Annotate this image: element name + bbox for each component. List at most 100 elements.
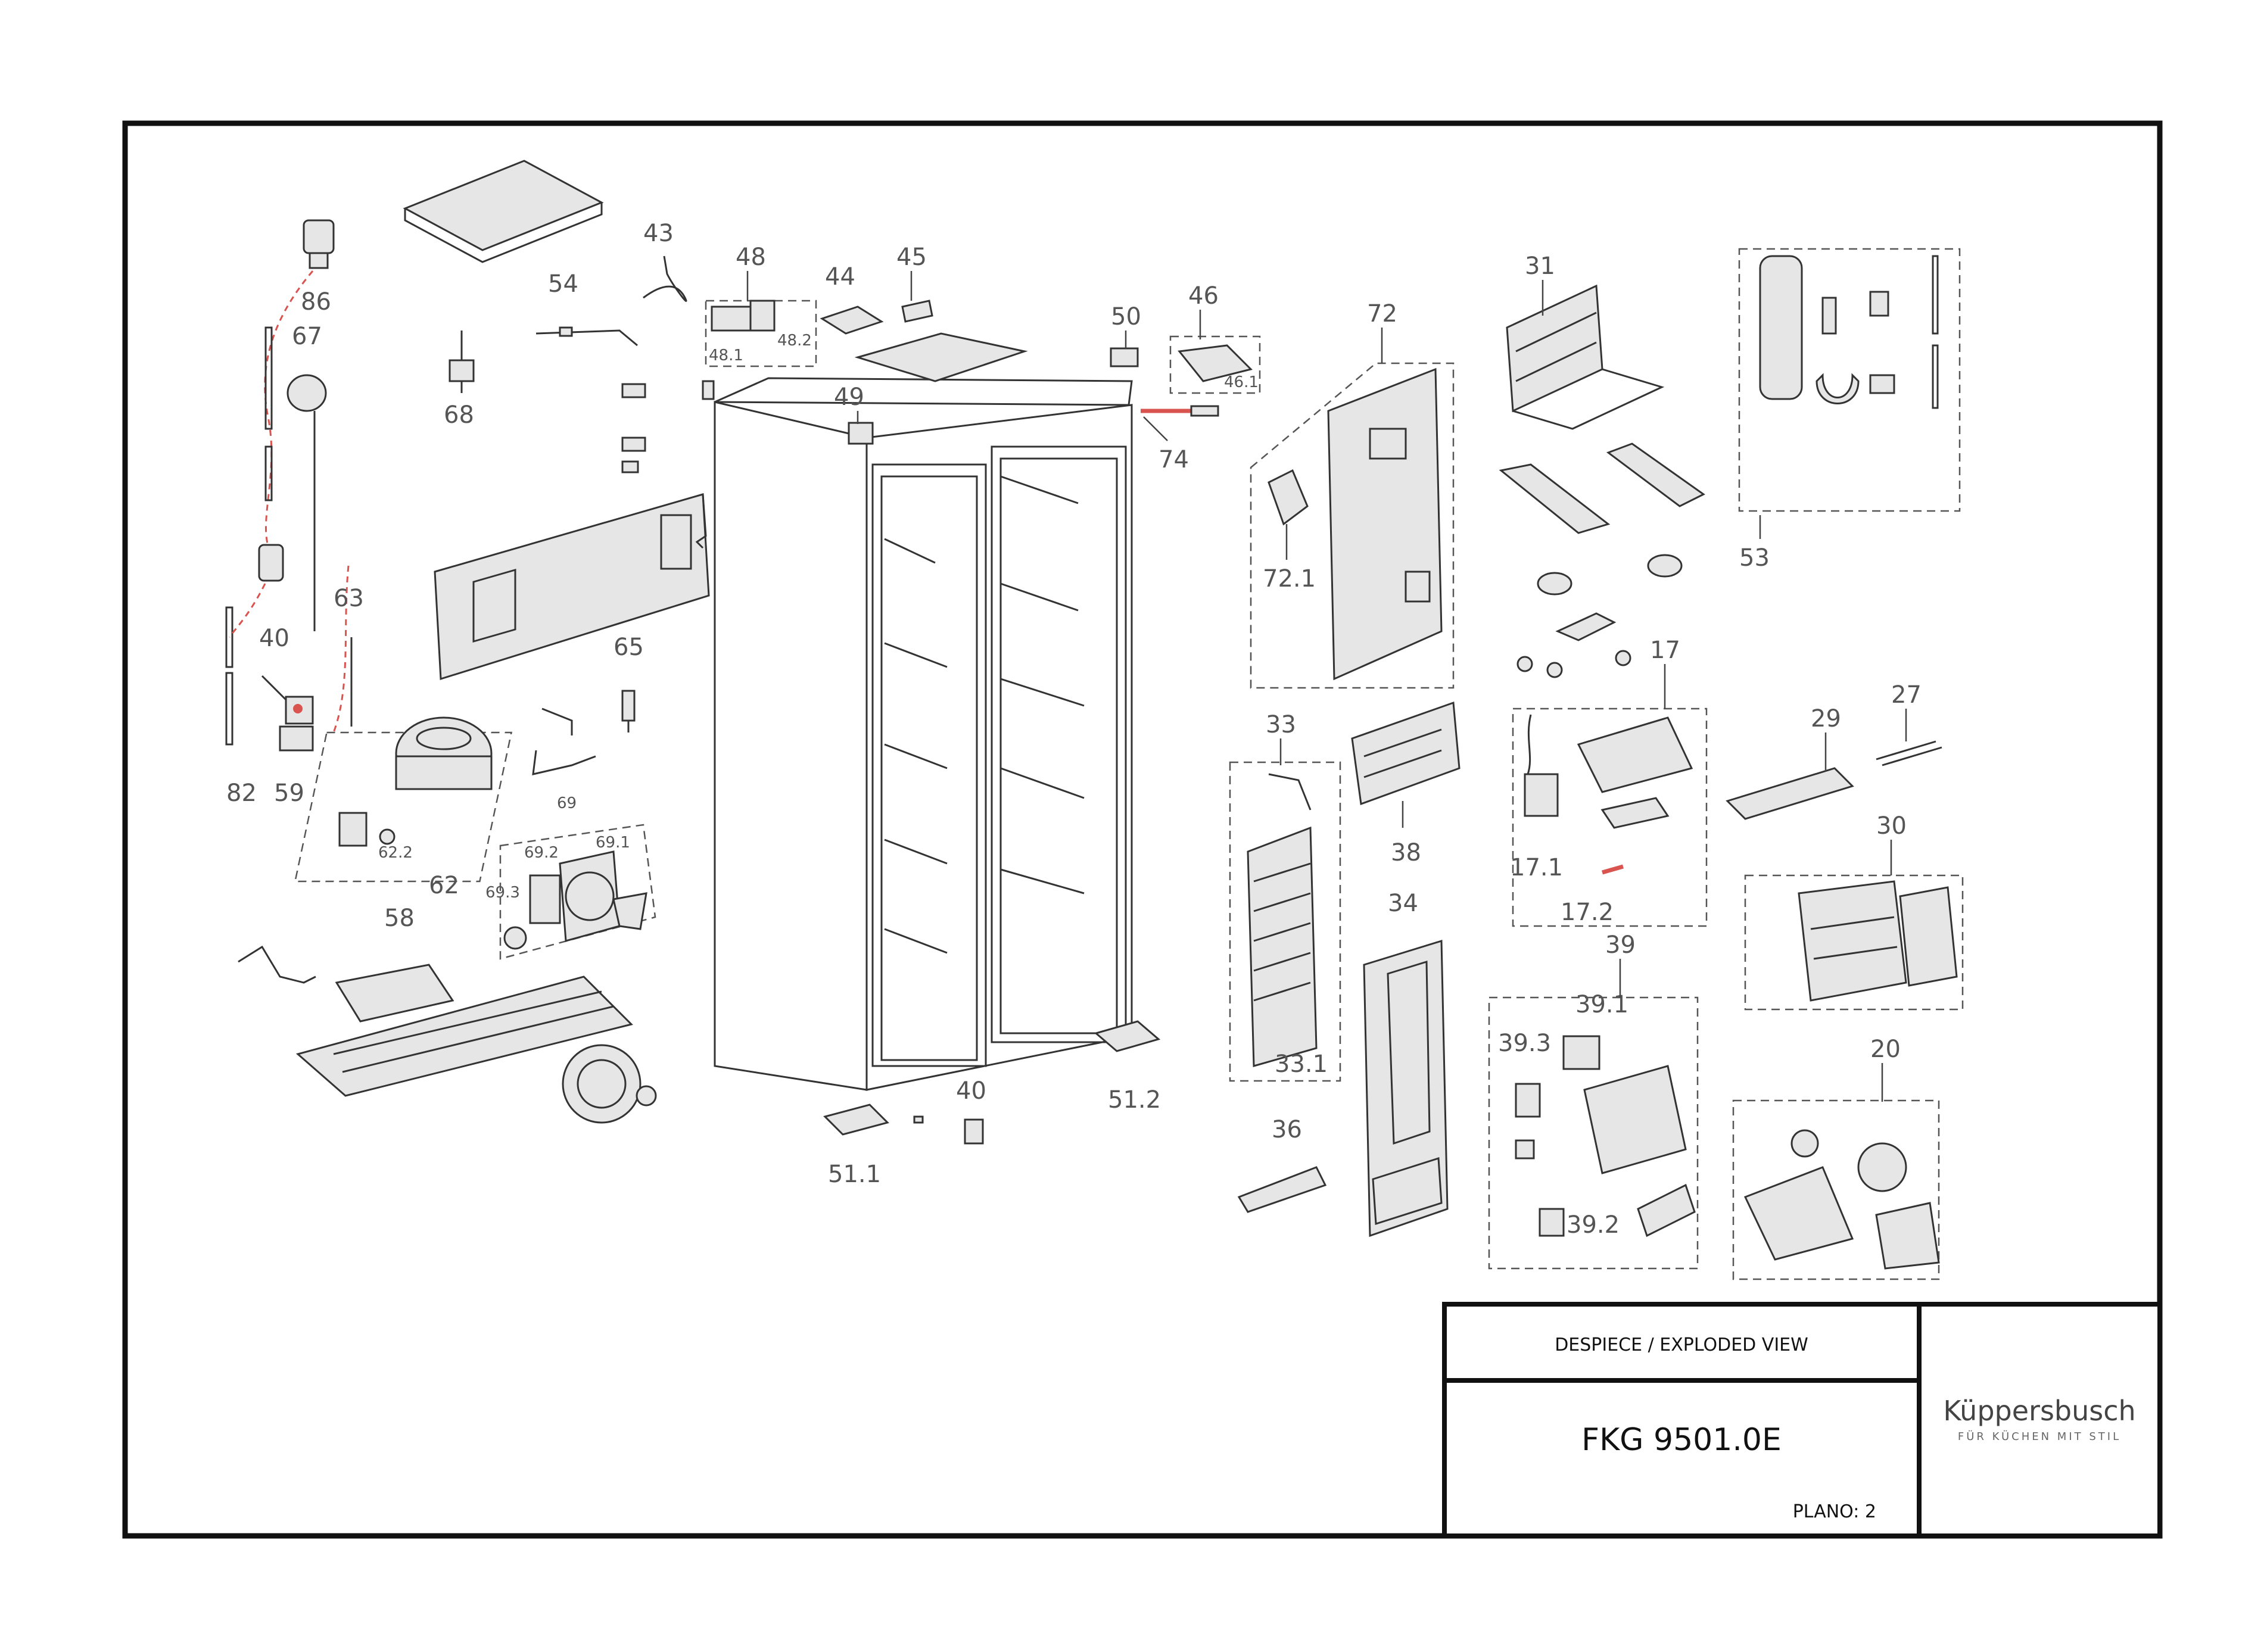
callout-69: 69 xyxy=(557,794,577,812)
part-40-connector[interactable] xyxy=(258,544,284,582)
part-tube-bends[interactable] xyxy=(532,707,596,775)
part-44-label-plate[interactable] xyxy=(820,306,884,335)
callout-48-1: 48.1 xyxy=(709,347,743,364)
callout-53: 53 xyxy=(1739,544,1770,572)
group-69-box xyxy=(499,824,656,960)
callout-51-2: 51.2 xyxy=(1108,1086,1161,1114)
brand-logo: Küppersbusch xyxy=(1943,1395,2135,1427)
part-74-heater-rod[interactable] xyxy=(1141,405,1219,417)
callout-86: 86 xyxy=(301,288,331,316)
part-top-cover-plate[interactable] xyxy=(403,160,604,263)
callout-68: 68 xyxy=(444,401,474,429)
callout-39: 39 xyxy=(1605,931,1636,959)
part-36-deflector[interactable] xyxy=(1237,1166,1327,1213)
callout-50: 50 xyxy=(1111,303,1141,331)
part-34-rear-panel[interactable] xyxy=(1363,939,1449,1238)
callout-39-2: 39.2 xyxy=(1567,1211,1620,1239)
part-small-connectors[interactable] xyxy=(621,383,646,473)
part-17-2-highlight[interactable] xyxy=(1602,864,1624,875)
group-33-box xyxy=(1229,761,1341,1082)
part-49-hinge-top[interactable] xyxy=(848,411,874,445)
part-46-damper[interactable] xyxy=(1178,344,1253,382)
part-water-tube-segments[interactable] xyxy=(225,326,273,746)
part-ice-rails[interactable] xyxy=(1499,442,1705,678)
callout-27: 27 xyxy=(1891,681,1922,709)
title-block xyxy=(1442,1302,2162,1538)
leader-lines xyxy=(746,271,1907,1102)
part-base-tray[interactable] xyxy=(295,975,633,1097)
callout-46-1: 46.1 xyxy=(1224,373,1259,391)
callout-62-2: 62.2 xyxy=(378,844,413,862)
part-39-dispenser-motor[interactable] xyxy=(1515,1035,1696,1238)
part-rear-cover-panel[interactable] xyxy=(434,493,710,681)
callout-48-2: 48.2 xyxy=(777,332,812,350)
part-45-clip[interactable] xyxy=(901,300,933,323)
group-30-box xyxy=(1744,874,1964,1011)
part-59-solenoid-valve[interactable] xyxy=(261,675,314,752)
part-33-evaporator[interactable] xyxy=(1247,773,1318,1067)
callout-34: 34 xyxy=(1388,890,1418,917)
callout-67: 67 xyxy=(292,323,322,350)
callout-38: 38 xyxy=(1391,839,1421,866)
title-plan: PLANO: 2 xyxy=(1793,1501,1876,1522)
part-30-ice-bucket[interactable] xyxy=(1798,880,1958,1002)
callout-72: 72 xyxy=(1367,300,1397,328)
brand-tagline: FÜR KÜCHEN MIT STIL xyxy=(1958,1430,2121,1443)
callout-44: 44 xyxy=(825,263,855,291)
part-48-thermostat[interactable] xyxy=(711,300,776,332)
group-53-box xyxy=(1738,248,1961,512)
part-72-air-duct[interactable] xyxy=(1327,367,1443,681)
part-86-water-fitting[interactable] xyxy=(303,219,335,269)
part-38-heater[interactable] xyxy=(1351,701,1461,806)
callout-17: 17 xyxy=(1650,637,1680,664)
part-51-1-hinge-bottom[interactable] xyxy=(823,1104,889,1136)
callout-29: 29 xyxy=(1811,705,1841,733)
part-27-clips[interactable] xyxy=(1876,740,1942,766)
callout-63: 63 xyxy=(334,585,364,612)
part-fan-motor[interactable] xyxy=(562,1044,657,1124)
part-50-hinge[interactable] xyxy=(1110,347,1139,367)
callout-59: 59 xyxy=(274,780,304,807)
callout-20: 20 xyxy=(1870,1036,1901,1063)
callout-74: 74 xyxy=(1159,446,1189,473)
callout-48: 48 xyxy=(736,244,766,271)
part-cabinet[interactable] xyxy=(702,332,1133,1091)
callout-82: 82 xyxy=(226,780,257,807)
part-62-compressor[interactable] xyxy=(338,716,493,847)
callout-40b: 40 xyxy=(956,1077,986,1105)
group-20-box xyxy=(1732,1099,1940,1280)
group-39-box xyxy=(1488,996,1699,1270)
part-58-drip-tray[interactable] xyxy=(238,945,454,1023)
callout-30: 30 xyxy=(1876,812,1907,840)
part-43-sensor-wire[interactable] xyxy=(643,255,687,302)
callout-58: 58 xyxy=(384,905,415,932)
part-31-ice-tray[interactable] xyxy=(1506,284,1665,430)
callout-46: 46 xyxy=(1188,282,1219,310)
part-29-panel[interactable] xyxy=(1726,767,1854,820)
part-17-ice-maker[interactable] xyxy=(1524,714,1693,829)
part-54-sensor[interactable] xyxy=(535,326,638,347)
part-53-water-filter[interactable] xyxy=(1759,255,1939,409)
group-46-box xyxy=(1169,335,1261,394)
callout-45: 45 xyxy=(896,244,927,271)
group-72-box xyxy=(1250,362,1455,689)
drawing-frame xyxy=(122,120,2163,1539)
title-view-label: DESPIECE / EXPLODED VIEW xyxy=(1555,1335,1808,1355)
callout-62: 62 xyxy=(429,872,459,899)
callout-17-1: 17.1 xyxy=(1510,854,1563,881)
callout-43: 43 xyxy=(643,220,674,247)
callout-39-3: 39.3 xyxy=(1498,1030,1551,1057)
callout-65: 65 xyxy=(614,634,644,661)
part-40-bottom-leveler[interactable] xyxy=(913,1115,984,1145)
callout-51-1: 51.1 xyxy=(828,1161,881,1188)
group-17-box xyxy=(1512,707,1708,927)
callout-17-2: 17.2 xyxy=(1561,899,1614,926)
part-72-1-fan-motor[interactable] xyxy=(1268,469,1309,526)
part-69-condenser-fan[interactable] xyxy=(503,850,647,950)
part-67-valve[interactable] xyxy=(287,374,327,631)
part-51-2-hinge-bottom[interactable] xyxy=(1094,1020,1161,1052)
part-68-filter-drier[interactable] xyxy=(449,331,475,393)
part-65-drain-plug[interactable] xyxy=(621,690,636,733)
part-20-auger-assembly[interactable] xyxy=(1743,1129,1940,1270)
